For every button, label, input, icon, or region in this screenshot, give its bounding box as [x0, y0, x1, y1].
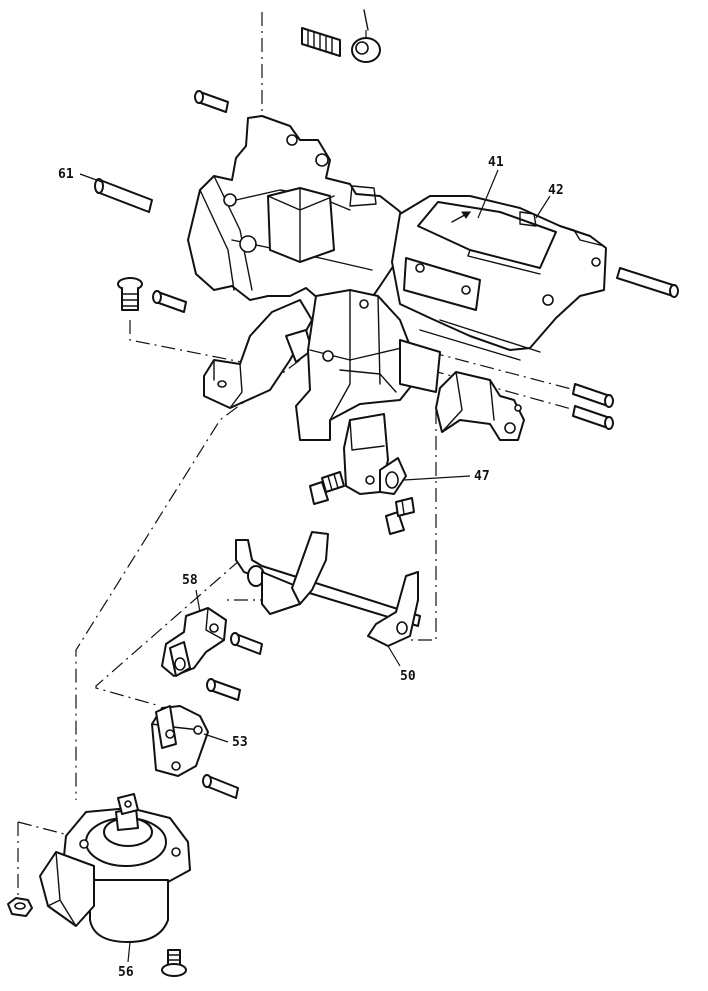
- screw-bottom: [161, 949, 187, 977]
- screw-47-left: [309, 471, 345, 505]
- pin-right-lower-1: [572, 383, 614, 408]
- main-housing: [187, 115, 411, 319]
- callout-58: 58: [182, 573, 198, 588]
- screw-47-right: [385, 497, 415, 535]
- right-housing: [391, 195, 607, 361]
- callout-61: 61: [58, 167, 74, 182]
- center-frame: [295, 289, 441, 441]
- pin-58-lower: [206, 678, 241, 701]
- pin-58-upper: [230, 632, 263, 655]
- plate-47: [343, 413, 407, 495]
- spring-part: [301, 27, 341, 57]
- callout-42: 42: [548, 183, 564, 198]
- pin-53: [202, 774, 239, 799]
- screw-left: [117, 277, 143, 311]
- bracket-58: [161, 607, 227, 677]
- callout-labels: 41 42 61 47 58 50 53 56: [58, 155, 564, 980]
- left-bracket: [203, 299, 313, 409]
- solenoid-56: [39, 793, 191, 943]
- plate-53: [151, 705, 209, 777]
- callout-53: 53: [232, 735, 248, 750]
- cap-part: [351, 9, 381, 63]
- leader-lines: [79, 169, 551, 963]
- pin-right-lower-2: [572, 405, 614, 430]
- pin-top-left: [194, 90, 229, 113]
- pin-right: [616, 267, 679, 298]
- right-lower-arm: [435, 371, 525, 441]
- nut-left: [7, 897, 33, 917]
- shaft-50: [235, 531, 421, 647]
- callout-47: 47: [474, 469, 490, 484]
- pin-61: [94, 178, 153, 213]
- pin-left-mid: [152, 290, 187, 313]
- assembly-lines: [17, 12, 576, 900]
- callout-56: 56: [118, 965, 134, 980]
- callout-41: 41: [488, 155, 504, 170]
- callout-50: 50: [400, 669, 416, 684]
